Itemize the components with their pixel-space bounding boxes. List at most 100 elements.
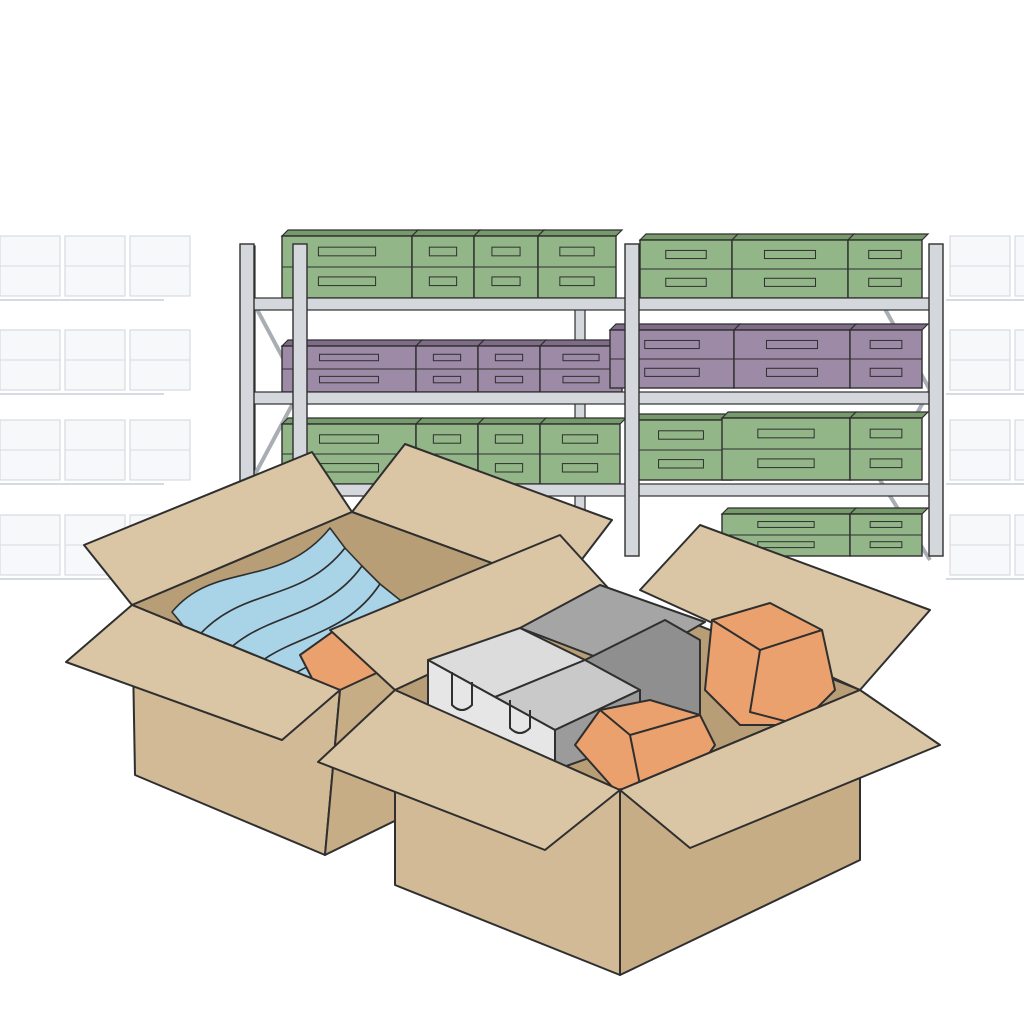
storage-bin-handle (319, 434, 379, 444)
storage-bin-handle (428, 246, 458, 257)
storage-bin-handle (869, 521, 903, 528)
storage-bin-handle (491, 246, 521, 257)
storage-bin-handle (644, 367, 700, 377)
storage-bin (848, 507, 930, 557)
ghost-shelf-left (0, 235, 191, 580)
right-ghost-bin (949, 419, 1011, 481)
storage-bin-handle (868, 277, 902, 287)
foam-slot-1 (451, 672, 473, 711)
storage-bin-handle (665, 249, 707, 260)
rack-bins (280, 229, 930, 557)
storage-bin-handle (319, 353, 379, 362)
storage-bin-handle (494, 434, 524, 444)
storage-bin-handle (562, 353, 600, 362)
storage-bin-handle (562, 375, 600, 384)
storage-bin-handle (869, 541, 903, 549)
storage-bin-handle (763, 277, 817, 287)
left-ghost-bin (64, 329, 126, 391)
storage-bin-handle (658, 459, 704, 469)
storage-bin-handle (665, 277, 707, 287)
storage-bin-handle (763, 249, 817, 260)
storage-bin-handle (869, 428, 903, 439)
storage-bin-top (848, 507, 930, 515)
right-open-box (317, 524, 941, 976)
storage-bin (848, 323, 930, 389)
storage-bin-top (414, 339, 486, 347)
storage-bin-handle (869, 458, 903, 469)
storage-bin-top (848, 323, 930, 331)
left-ghost-bin (129, 235, 191, 297)
storage-bin-handle (494, 375, 524, 384)
storage-rack (239, 229, 944, 562)
storage-bin (848, 411, 930, 481)
orange-polygon-small-facet-2 (629, 734, 641, 786)
storage-bin-top (538, 417, 628, 425)
storage-bin-handle (319, 375, 379, 384)
rack-shelf-beam (249, 297, 941, 311)
storage-bin-top (732, 323, 858, 331)
storage-bin-top (846, 233, 930, 241)
storage-bin (846, 233, 930, 299)
rack-front-post (624, 243, 640, 557)
storage-bin-top (280, 229, 420, 237)
right-box-front-right-flap (619, 689, 941, 849)
orange-polygon-large-facet-2 (749, 649, 801, 726)
left-ghost-bin (0, 235, 61, 297)
storage-bin-handle (432, 434, 462, 444)
storage-bin-handle (869, 339, 903, 350)
right-ghost-bin (1014, 514, 1024, 576)
storage-bin-handle (559, 246, 595, 257)
storage-bin-handle (561, 434, 599, 444)
storage-bin-handle (644, 339, 700, 350)
storage-bin-handle (757, 458, 815, 469)
storage-bin-handle (494, 353, 524, 362)
rack-shelf-beam (249, 483, 941, 497)
left-ghost-bin (64, 235, 126, 297)
storage-bin (414, 339, 486, 393)
left-ghost-bin (0, 514, 61, 576)
storage-bin (410, 229, 482, 299)
storage-bin-handle (658, 430, 704, 440)
left-box-front-flap (65, 604, 341, 741)
storage-bin-handle (317, 276, 377, 287)
storage-bin-top (476, 417, 548, 425)
storage-bin-handle (765, 367, 819, 377)
right-ghost-bin (949, 329, 1011, 391)
storage-bin-handle (494, 463, 524, 473)
rack-shelf-beam (249, 391, 941, 405)
right-ghost-bin (1014, 235, 1024, 297)
storage-bin (536, 229, 624, 299)
storage-bin (476, 339, 548, 393)
storage-bin (628, 413, 740, 481)
storage-bin (730, 233, 856, 299)
storage-bin-handle (317, 246, 377, 257)
storage-bin-top (720, 507, 858, 515)
storage-bin-handle (491, 276, 521, 287)
storage-bin-top (410, 229, 482, 237)
storage-bin-top (730, 233, 856, 241)
storage-bin (538, 417, 628, 485)
storage-bin-top (536, 229, 624, 237)
storage-bin-handle (868, 249, 902, 260)
left-ghost-bin (0, 329, 61, 391)
storage-bin (732, 323, 858, 389)
left-ghost-bin (129, 329, 191, 391)
storage-bin (720, 411, 858, 481)
storage-bin-handle (869, 367, 903, 377)
storage-bin (538, 339, 630, 393)
storage-bin-handle (757, 541, 815, 549)
storage-bin-top (472, 229, 546, 237)
storage-bin (472, 229, 546, 299)
storage-bin-top (414, 417, 486, 425)
right-ghost-bin (1014, 329, 1024, 391)
right-ghost-bin (1014, 419, 1024, 481)
right-ghost-bin (949, 514, 1011, 576)
storage-bin-handle (432, 353, 462, 362)
storage-bin-handle (765, 339, 819, 350)
foam-slot-2 (509, 700, 531, 734)
storage-bin-handle (428, 276, 458, 287)
storage-bin-top (848, 411, 930, 419)
right-ghost-bin (949, 235, 1011, 297)
storage-bin-handle (559, 276, 595, 287)
